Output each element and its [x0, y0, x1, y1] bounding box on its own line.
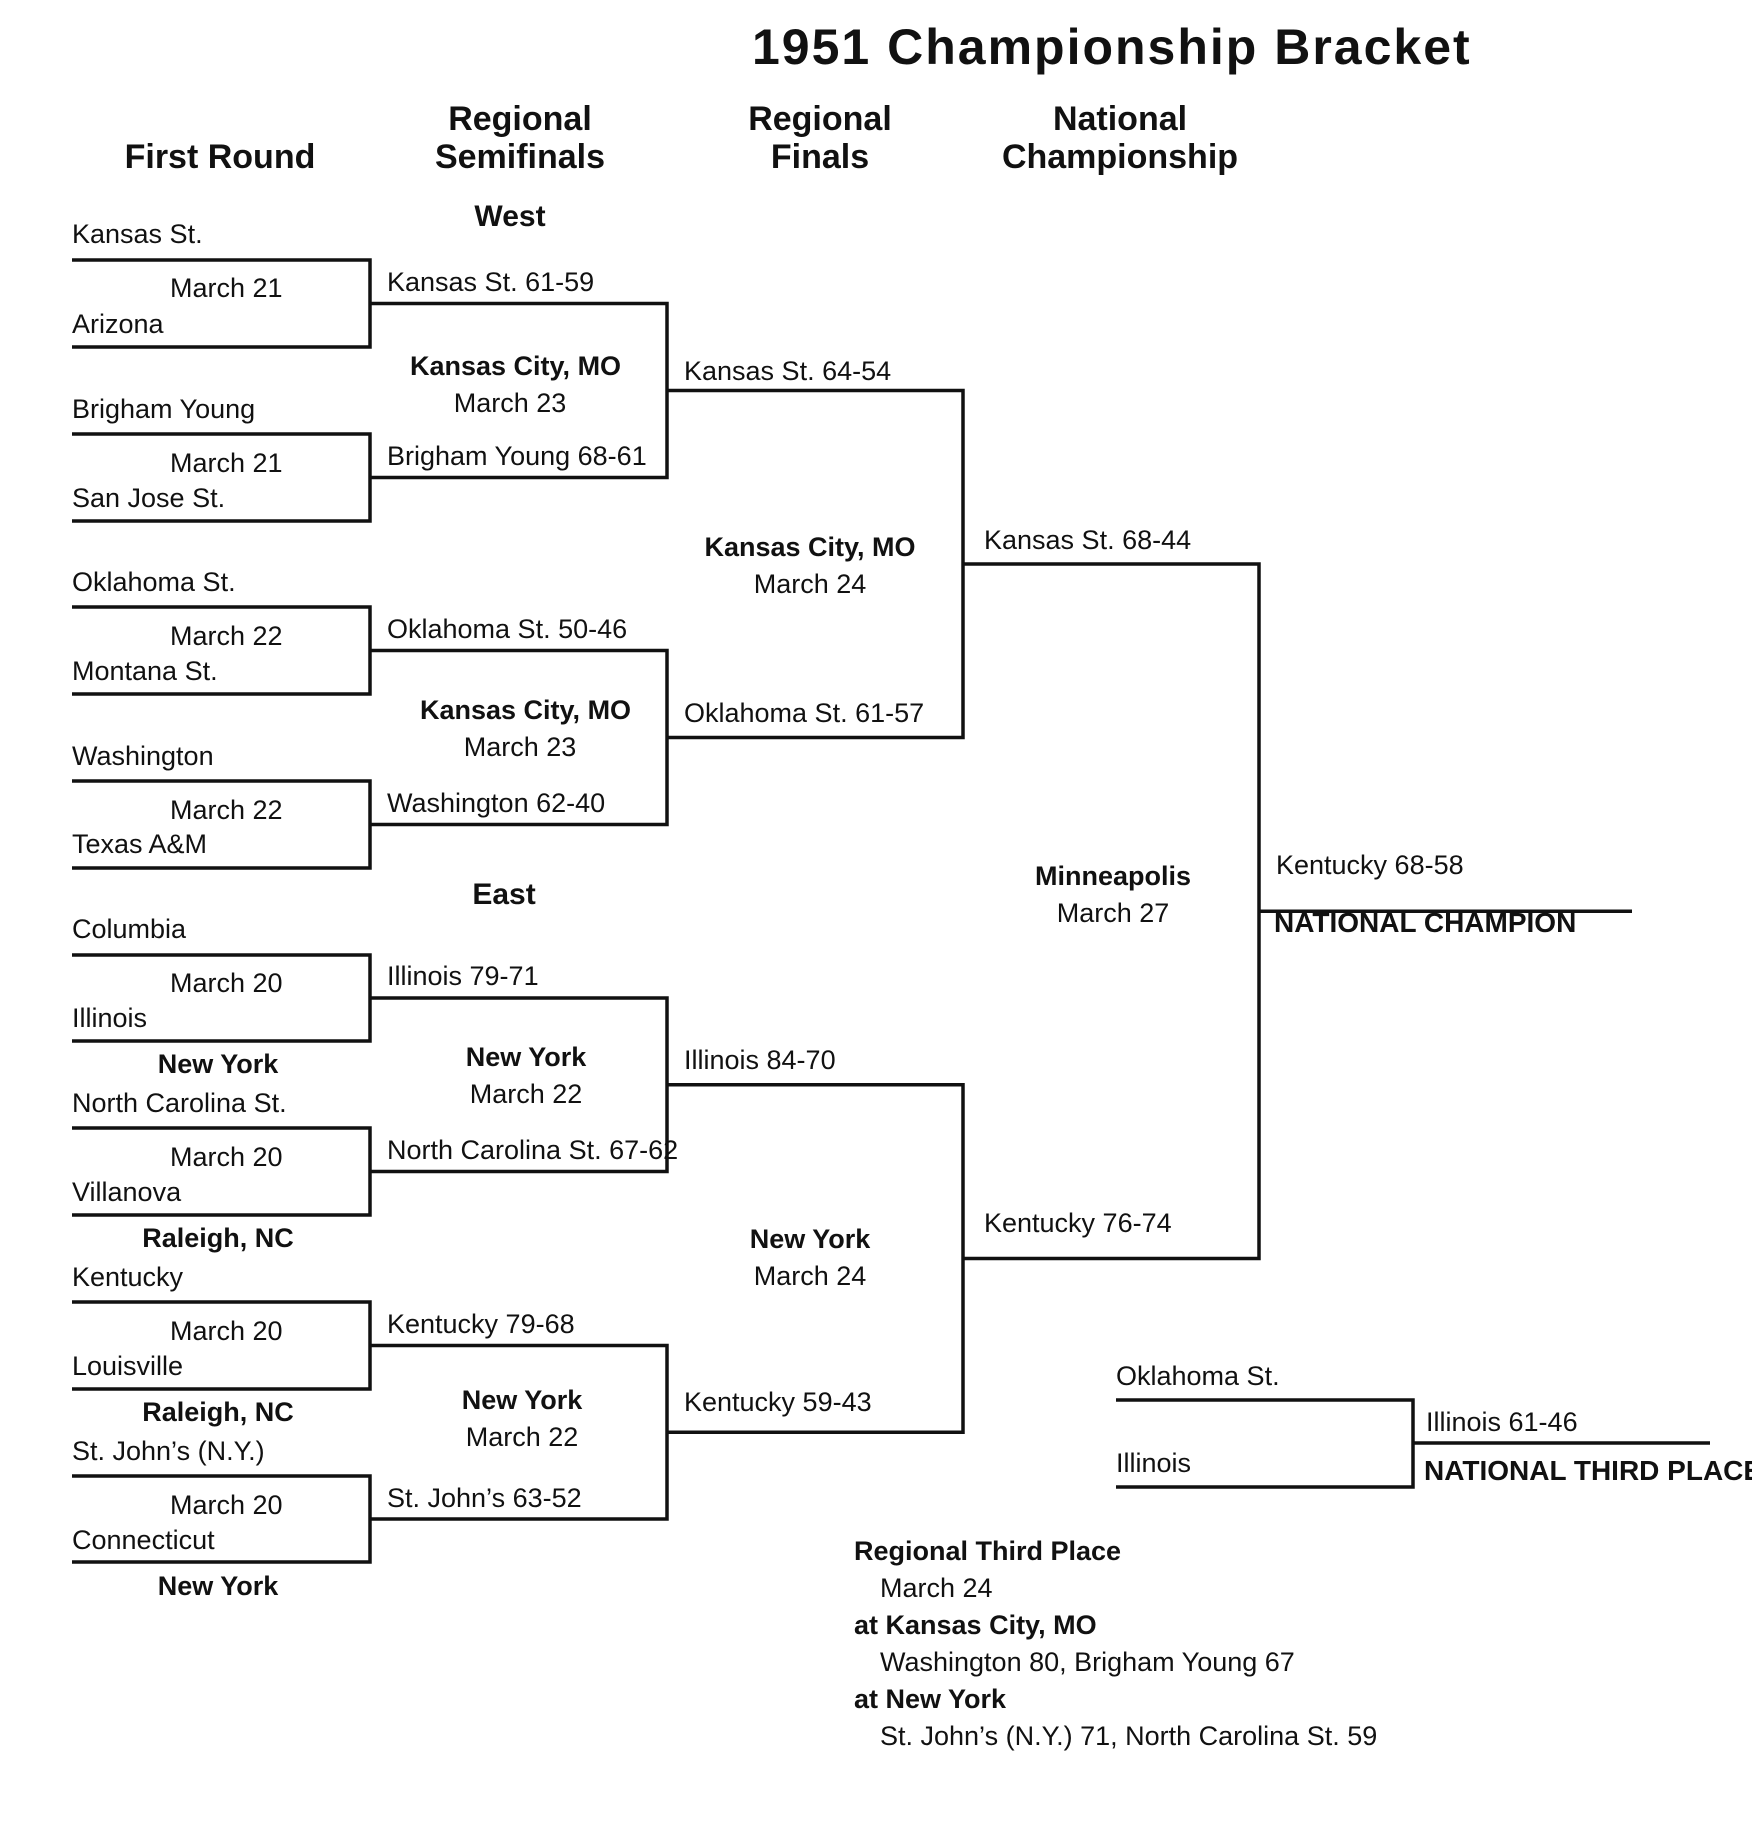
game-date: March 20 — [170, 1142, 283, 1172]
game-result: Illinois 84-70 — [684, 1045, 836, 1075]
team-label: Illinois — [72, 1003, 148, 1033]
team-label: Louisville — [72, 1351, 184, 1381]
game-site: New York — [749, 1224, 871, 1254]
game-site: New York — [461, 1385, 583, 1415]
game-site: New York — [157, 1049, 279, 1079]
team-label: Washington — [72, 741, 214, 771]
game-result: Kentucky 79-68 — [387, 1309, 575, 1339]
game-date: March 20 — [170, 968, 283, 998]
regional-third-place-result: Washington 80, Brigham Young 67 — [880, 1647, 1295, 1677]
game-site: Kansas City, MO — [420, 695, 632, 725]
championship-result: Kentucky 68-58 — [1276, 850, 1464, 880]
game-site: Raleigh, NC — [142, 1397, 294, 1427]
game-result: Kansas St. 64-54 — [684, 356, 892, 386]
game-date: March 22 — [469, 1079, 583, 1109]
game-result: Washington 62-40 — [387, 788, 606, 818]
game-result: Kansas St. 61-59 — [387, 267, 595, 297]
team-label: Brigham Young — [72, 394, 256, 424]
team-label: Villanova — [72, 1177, 182, 1207]
game-site: New York — [465, 1042, 587, 1072]
game-date: March 21 — [170, 448, 283, 478]
game-date: March 20 — [170, 1490, 283, 1520]
game-date: March 22 — [170, 795, 283, 825]
regional-third-place-site: at New York — [854, 1684, 1007, 1714]
regional-third-place-heading: Regional Third Place — [854, 1536, 1122, 1566]
game-result: Oklahoma St. 50-46 — [387, 614, 628, 644]
game-result: Illinois 79-71 — [387, 961, 539, 991]
header-regional-finals: Regional Finals — [748, 100, 892, 176]
team-label: Columbia — [72, 914, 187, 944]
national-third-place-label: NATIONAL THIRD PLACE — [1424, 1455, 1752, 1486]
game-site: New York — [157, 1571, 279, 1601]
page-title: 1951 Championship Bracket — [752, 19, 1472, 75]
bracket-line — [667, 388, 965, 740]
header-national-championship: National Championship — [1001, 100, 1239, 176]
team-label: North Carolina St. — [72, 1088, 287, 1118]
team-label: Oklahoma St. — [72, 567, 236, 597]
team-label: St. John’s (N.Y.) — [72, 1436, 265, 1466]
game-result: Oklahoma St. 61-57 — [684, 698, 925, 728]
game-date: March 22 — [170, 621, 283, 651]
game-site: Raleigh, NC — [142, 1223, 294, 1253]
team-label: San Jose St. — [72, 483, 226, 513]
game-date: March 24 — [753, 1261, 867, 1291]
game-site: Kansas City, MO — [704, 532, 916, 562]
team-label: Oklahoma St. — [1116, 1361, 1280, 1391]
game-site: Kansas City, MO — [410, 351, 622, 381]
game-result: North Carolina St. 67-62 — [387, 1135, 679, 1165]
game-date: March 24 — [753, 569, 867, 599]
team-label: Kentucky — [72, 1262, 184, 1292]
team-label: Texas A&M — [72, 829, 208, 859]
header-first-round: First Round — [124, 138, 316, 176]
game-date: March 23 — [463, 732, 577, 762]
game-date: March 20 — [170, 1316, 283, 1346]
team-label: Kansas St. — [72, 219, 203, 249]
third-place-result: Illinois 61-46 — [1426, 1407, 1578, 1437]
team-label: Arizona — [72, 309, 164, 339]
national-champion-label: NATIONAL CHAMPION — [1274, 907, 1577, 938]
bracket-line — [667, 1083, 965, 1434]
game-result: Kentucky 59-43 — [684, 1387, 872, 1417]
game-date: March 22 — [465, 1422, 579, 1452]
championship-date: March 27 — [1056, 898, 1170, 928]
regional-third-place-date: March 24 — [880, 1573, 993, 1603]
game-result: St. John’s 63-52 — [387, 1483, 582, 1513]
region-west-label: West — [474, 200, 546, 233]
game-result: Kentucky 76-74 — [984, 1208, 1172, 1238]
header-regional-semifinals: Regional Semifinals — [434, 100, 606, 176]
game-date: March 21 — [170, 273, 283, 303]
championship-site: Minneapolis — [1034, 861, 1191, 891]
region-east-label: East — [472, 878, 536, 911]
game-result: Kansas St. 68-44 — [984, 525, 1192, 555]
team-label: Montana St. — [72, 656, 218, 686]
team-label: Connecticut — [72, 1525, 215, 1555]
game-result: Brigham Young 68-61 — [387, 441, 647, 471]
game-date: March 23 — [453, 388, 567, 418]
team-label: Illinois — [1116, 1448, 1192, 1478]
regional-third-place-site: at Kansas City, MO — [854, 1610, 1097, 1640]
regional-third-place-result: St. John’s (N.Y.) 71, North Carolina St.… — [880, 1721, 1378, 1751]
